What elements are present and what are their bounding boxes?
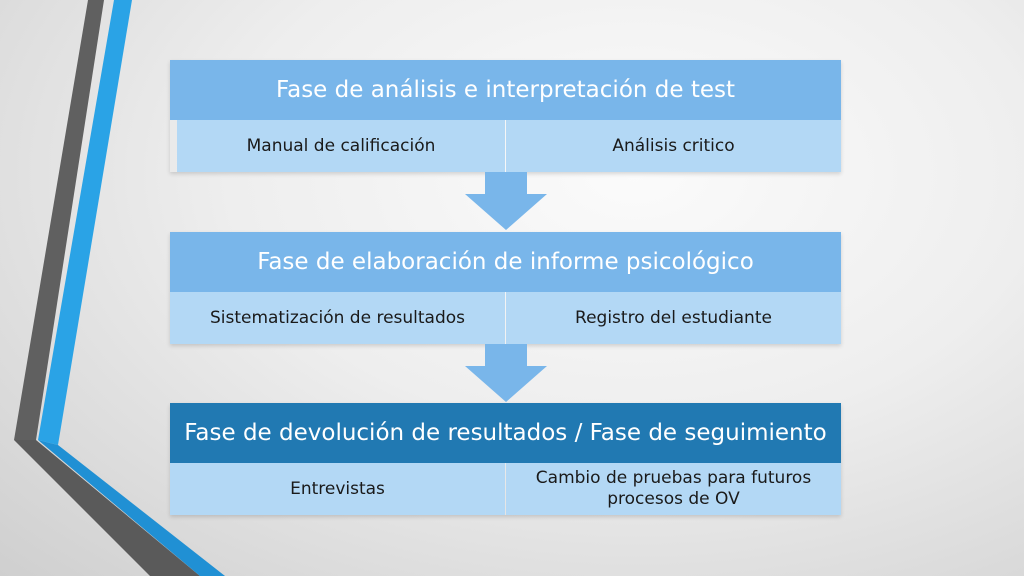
phase-3-item-1: Entrevistas [170,463,505,515]
phase-3-item-2: Cambio de pruebas para futuros procesos … [506,463,841,515]
stripe-gray-upper [14,0,104,440]
phase-1-item-1: Manual de calificación [177,120,505,172]
phase-2-item-2: Registro del estudiante [506,292,841,344]
phase-title-1: Fase de análisis e interpretación de tes… [170,60,841,120]
stripe-gray-lower [14,440,200,576]
down-arrow-2 [465,344,547,402]
phase-box-3: Fase de devolución de resultados / Fase … [170,403,841,515]
phase-title-2: Fase de elaboración de informe psicológi… [170,232,841,292]
phase-box-2: Fase de elaboración de informe psicológi… [170,232,841,344]
down-arrow-1 [465,172,547,230]
phase-title-3: Fase de devolución de resultados / Fase … [170,403,841,463]
stripe-blue-lower [38,440,225,576]
phase-box-1: Fase de análisis e interpretación de tes… [170,60,841,172]
phase-2-item-1: Sistematización de resultados [170,292,505,344]
stripe-blue-upper [38,0,132,445]
phase-1-item-2: Análisis critico [506,120,841,172]
